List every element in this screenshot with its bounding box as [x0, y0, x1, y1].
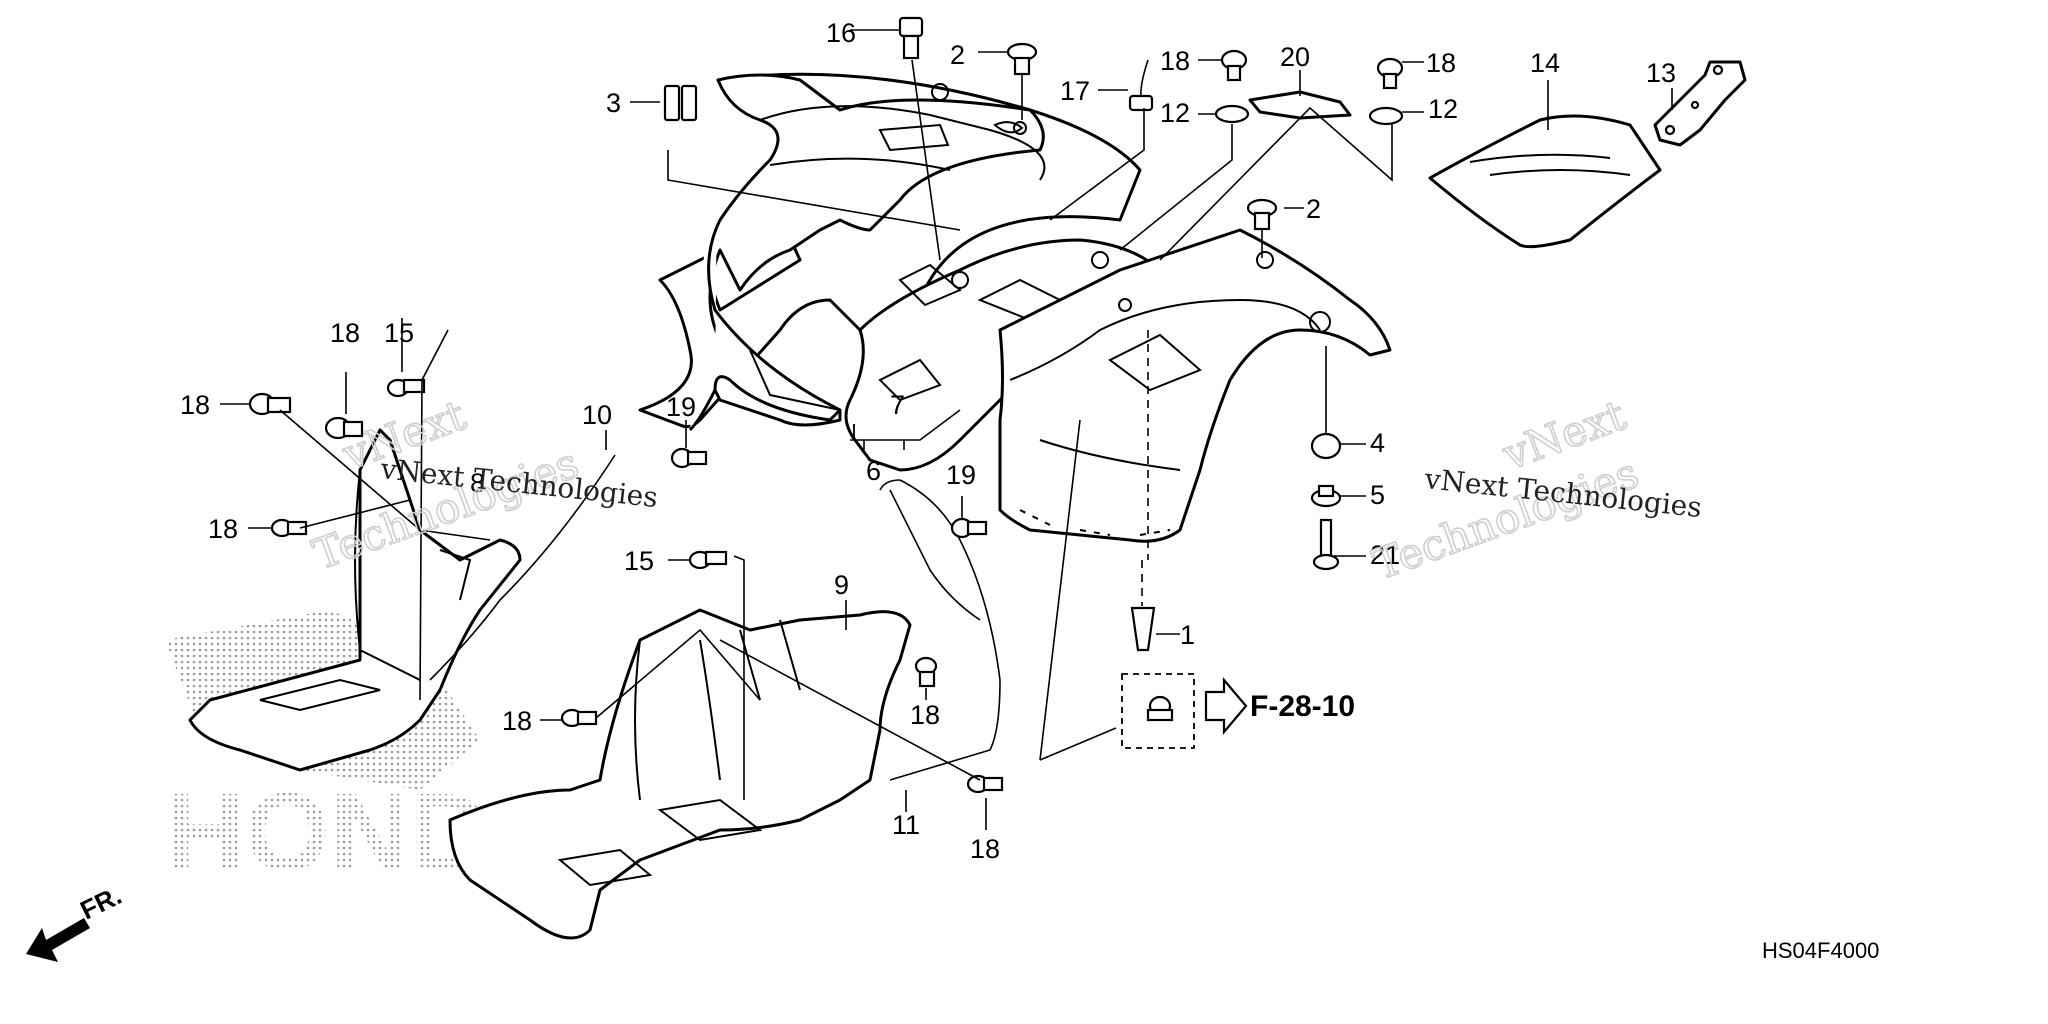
- diagram-code: HS04F4000: [1762, 938, 1879, 963]
- clip-18-d-part: [560, 708, 598, 728]
- cable-6-part: [889, 489, 981, 621]
- bolt-21-part: [1312, 518, 1340, 571]
- right-fender-part: [998, 228, 1392, 543]
- callout-19-left: 19: [666, 392, 696, 422]
- clip-3-part: [663, 84, 698, 122]
- clip-18-right-top-part: [1376, 57, 1404, 90]
- clip-18-f-part: [966, 774, 1004, 794]
- callout-18-left-c: 18: [208, 514, 238, 544]
- front-arrow-icon: [26, 918, 90, 962]
- callout-15-middle: 15: [624, 546, 654, 576]
- bracket-13-part: [1653, 60, 1747, 147]
- callout-4: 4: [1370, 428, 1385, 458]
- reference-box: [1121, 673, 1195, 749]
- callout-6: 6: [866, 456, 881, 486]
- front-direction-indicator: FR.: [26, 880, 126, 962]
- reference-arrow-icon: [1204, 676, 1248, 736]
- watermark-right: vNext Technologies vNext Technologies: [1366, 389, 1703, 590]
- callout-12-right: 12: [1428, 94, 1458, 124]
- clip-2-right-part: [1246, 198, 1278, 231]
- clip-18-top-part: [1220, 49, 1248, 82]
- clip-18-b-part: [324, 416, 364, 440]
- cable-11-part: [889, 479, 1001, 781]
- callout-3: 3: [606, 88, 621, 118]
- callout-2-right: 2: [1306, 194, 1321, 224]
- callout-13: 13: [1646, 58, 1676, 88]
- rear-fender-part: [638, 72, 1142, 432]
- bolt-15-left-part: [386, 378, 426, 398]
- right-footrest-9-part: [448, 608, 912, 940]
- grommet-4-part: [1310, 432, 1342, 460]
- callout-18-right-middle: 18: [910, 700, 940, 730]
- callout-21: 21: [1370, 540, 1400, 570]
- collar-5-part: [1310, 484, 1342, 508]
- callout-10: 10: [582, 400, 612, 430]
- callout-labels: 1 2 2 3 4 5 6 7 8 9 10 11 12 12 13 14 15…: [180, 18, 1676, 864]
- clip-2-top-part: [1006, 42, 1038, 76]
- leader-lines: [220, 29, 1673, 830]
- left-footrest-8-part: [188, 428, 522, 772]
- callout-20: 20: [1280, 42, 1310, 72]
- nut-12-right-part: [1368, 106, 1404, 126]
- cable-10-part: [429, 454, 616, 681]
- clip-1-part: [1130, 606, 1156, 652]
- callout-11: 11: [892, 810, 920, 840]
- reference-label: F-28-10: [1250, 690, 1355, 723]
- bolt-19-right-part: [950, 517, 988, 539]
- callout-17: 17: [1060, 76, 1090, 106]
- clip-18-a-part: [248, 392, 292, 416]
- bolt-19-left-part: [670, 447, 708, 469]
- callout-8: 8: [470, 468, 485, 498]
- callout-2-top: 2: [950, 40, 965, 70]
- callout-15-left: 15: [384, 318, 414, 348]
- nut-12-left-part: [1214, 104, 1250, 124]
- callout-5: 5: [1370, 480, 1385, 510]
- callout-18-top: 18: [1160, 46, 1190, 76]
- callout-9: 9: [834, 570, 849, 600]
- callout-18-left-b: 18: [330, 318, 360, 348]
- bolt-15-middle-part: [688, 550, 728, 570]
- callout-12-left: 12: [1160, 98, 1190, 128]
- callout-7: 7: [890, 390, 905, 420]
- callout-18-left-a: 18: [180, 390, 210, 420]
- clip-17-part: [1128, 59, 1154, 112]
- reference-clip-part: [1146, 695, 1174, 722]
- callout-18-bottom: 18: [970, 834, 1000, 864]
- clip-18-e-part: [914, 656, 938, 688]
- callout-18-middle: 18: [502, 706, 532, 736]
- callout-1: 1: [1180, 620, 1195, 650]
- bolt-16-part: [898, 16, 924, 60]
- callout-14: 14: [1530, 48, 1560, 78]
- callout-16: 16: [826, 18, 856, 48]
- callout-18-right-top: 18: [1426, 48, 1456, 78]
- cover-14-part: [1428, 114, 1662, 249]
- callout-19-right: 19: [946, 460, 976, 490]
